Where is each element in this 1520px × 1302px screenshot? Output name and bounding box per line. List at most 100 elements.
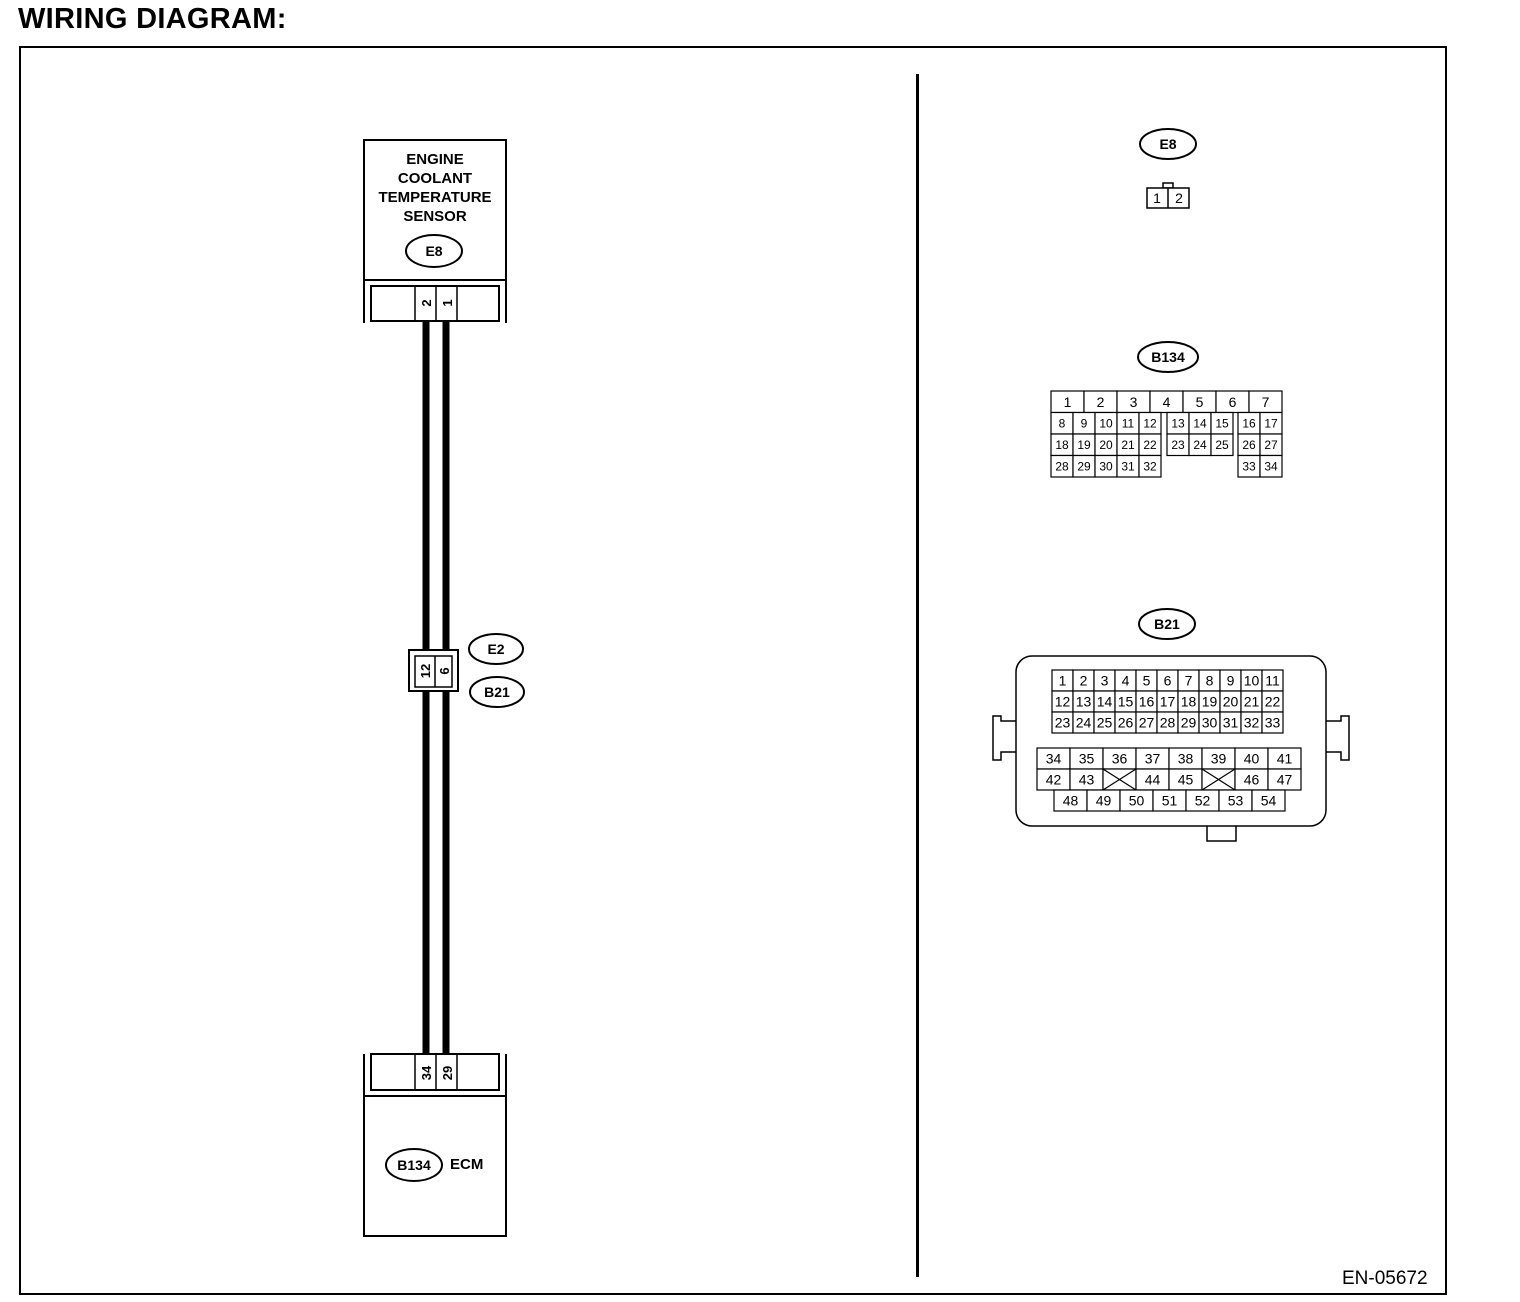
view-b21-pin: 27 xyxy=(1139,715,1155,731)
view-b134-connector-id: B134 xyxy=(1151,349,1185,365)
view-b21-pin: 5 xyxy=(1143,673,1151,689)
view-b21-pin: 13 xyxy=(1076,694,1092,710)
view-b21-pin: 4 xyxy=(1122,673,1130,689)
view-b21-pin: 29 xyxy=(1181,715,1197,731)
sensor-pin: 1 xyxy=(440,299,455,306)
view-e8-connector-id: E8 xyxy=(1159,136,1176,152)
view-b21-pin: 49 xyxy=(1096,793,1112,809)
view-b21-pin: 23 xyxy=(1055,715,1071,731)
view-b21-pin: 34 xyxy=(1046,751,1062,767)
view-b134-badge xyxy=(1137,341,1199,373)
view-b134-pin: 25 xyxy=(1215,438,1229,452)
panel-divider xyxy=(916,74,919,1277)
view-b134-pin: 10 xyxy=(1099,417,1113,431)
view-b21-pin: 26 xyxy=(1118,715,1134,731)
junction-pin: 12 xyxy=(418,664,433,678)
view-b21-blank-mark xyxy=(1102,768,1137,791)
view-b21-pin: 41 xyxy=(1277,751,1293,767)
view-b21-blank-mark xyxy=(1201,768,1236,791)
view-b21-pin: 32 xyxy=(1244,715,1260,731)
view-b21-pin: 42 xyxy=(1046,772,1062,788)
view-b21-pin: 48 xyxy=(1063,793,1079,809)
connector-view-e8: E8 1 2 xyxy=(1139,128,1197,209)
view-b134-pin: 3 xyxy=(1130,394,1138,410)
view-b21-pin: 51 xyxy=(1162,793,1178,809)
view-b134-cell xyxy=(1210,433,1234,457)
view-b134-pin: 23 xyxy=(1171,438,1185,452)
view-b134-pin: 16 xyxy=(1242,417,1256,431)
view-b134-pin: 34 xyxy=(1264,460,1278,474)
view-b21-pin: 8 xyxy=(1206,673,1214,689)
view-b134-pin: 29 xyxy=(1077,460,1091,474)
view-b21-pin: 14 xyxy=(1097,694,1113,710)
view-e8-pin: 2 xyxy=(1175,190,1183,206)
view-b21-pin: 3 xyxy=(1101,673,1109,689)
view-b21-pin: 2 xyxy=(1080,673,1088,689)
view-b134-pin: 26 xyxy=(1242,438,1256,452)
view-b134-pin: 19 xyxy=(1077,438,1091,452)
view-b21-pin: 47 xyxy=(1277,772,1293,788)
view-b21-pin: 44 xyxy=(1145,772,1161,788)
view-b21-cell xyxy=(1261,711,1284,734)
view-b134-pin: 21 xyxy=(1121,438,1135,452)
view-b21-pin: 1 xyxy=(1059,673,1067,689)
view-b134-pin: 27 xyxy=(1264,438,1278,452)
view-b134-pin: 9 xyxy=(1081,417,1088,431)
view-e8-badge xyxy=(1139,128,1197,160)
view-b21-pin: 19 xyxy=(1202,694,1218,710)
sensor-connector-id: E8 xyxy=(425,243,442,259)
view-b134-pin: 15 xyxy=(1215,417,1229,431)
diagram-frame xyxy=(19,46,1447,1295)
ecm-pin: 29 xyxy=(440,1066,455,1080)
view-b21-pin: 25 xyxy=(1097,715,1113,731)
page-title: WIRING DIAGRAM: xyxy=(18,3,287,35)
junction-connector: 12 6 E2 B21 xyxy=(408,633,525,708)
sensor-block: ENGINE COOLANT TEMPERATURE SENSOR E8 2 1 xyxy=(363,139,507,323)
sensor-pin: 2 xyxy=(419,299,434,306)
view-b21-cell xyxy=(1251,789,1286,812)
view-b21-pin: 31 xyxy=(1223,715,1239,731)
view-b21-pin: 52 xyxy=(1195,793,1211,809)
view-b134-pin: 30 xyxy=(1099,460,1113,474)
sensor-label-line: COOLANT xyxy=(398,170,472,187)
document-code: EN-05672 xyxy=(1342,1268,1428,1289)
view-b134-pin: 32 xyxy=(1143,460,1157,474)
view-b134-pin: 31 xyxy=(1121,460,1135,474)
ecm-connector-badge xyxy=(385,1148,443,1182)
view-b21-pin: 15 xyxy=(1118,694,1134,710)
view-b21-pin: 18 xyxy=(1181,694,1197,710)
view-b21-pin: 20 xyxy=(1223,694,1239,710)
view-b134-pin: 5 xyxy=(1196,394,1204,410)
view-b21-pin: 30 xyxy=(1202,715,1218,731)
view-b21-pin: 9 xyxy=(1227,673,1235,689)
view-b134-pin: 2 xyxy=(1097,394,1105,410)
view-b134-pin: 13 xyxy=(1171,417,1185,431)
view-b134-pin: 4 xyxy=(1163,394,1171,410)
view-e8-pin: 1 xyxy=(1153,190,1161,206)
view-b134-cell xyxy=(1259,454,1283,478)
view-b21-pin: 28 xyxy=(1160,715,1176,731)
view-b21-pin: 40 xyxy=(1244,751,1260,767)
sensor-label-line: SENSOR xyxy=(403,208,467,225)
view-b134-pin: 12 xyxy=(1143,417,1157,431)
view-b21-pin: 11 xyxy=(1265,673,1280,689)
sensor-label-line: TEMPERATURE xyxy=(378,189,491,206)
view-b21-pin: 46 xyxy=(1244,772,1260,788)
wire-harness xyxy=(422,322,450,1054)
view-b21-pin: 16 xyxy=(1139,694,1155,710)
junction-connector-badge xyxy=(468,633,524,665)
view-b134-pin: 8 xyxy=(1059,417,1066,431)
view-b21-pin: 35 xyxy=(1079,751,1095,767)
view-b134-pin: 22 xyxy=(1143,438,1157,452)
ecm-connector-id: B134 xyxy=(397,1157,431,1173)
view-b21-pin: 12 xyxy=(1055,694,1071,710)
view-b21-pin: 36 xyxy=(1112,751,1128,767)
view-b21-pin: 37 xyxy=(1145,751,1161,767)
view-b21-pin: 50 xyxy=(1129,793,1145,809)
view-b21-badge xyxy=(1138,608,1196,640)
view-b134-pin: 28 xyxy=(1055,460,1069,474)
view-b134-pin: 1 xyxy=(1064,394,1072,410)
